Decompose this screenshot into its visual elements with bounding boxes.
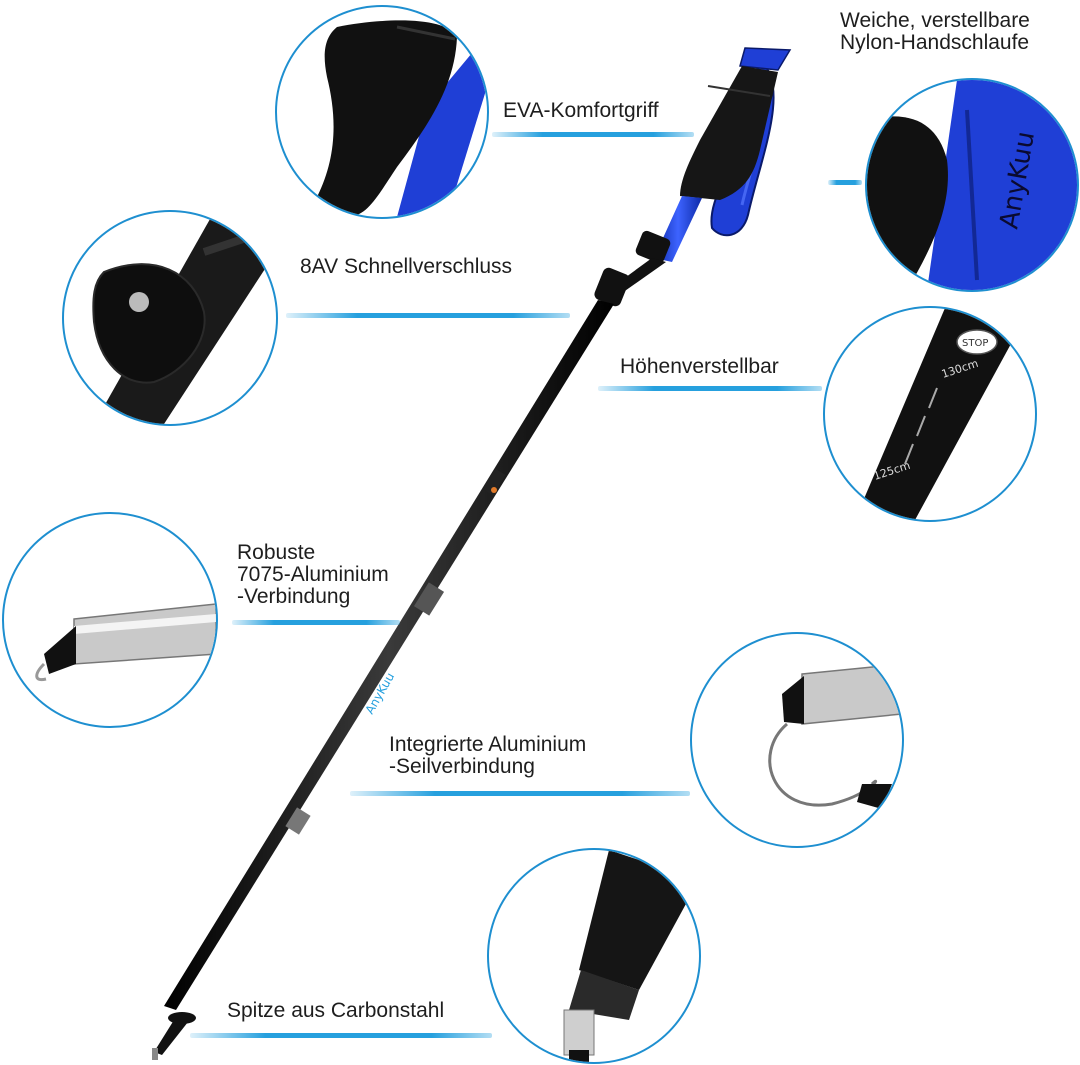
grip-underline bbox=[492, 132, 694, 137]
tip-underline bbox=[190, 1033, 492, 1038]
grip-detail-circle bbox=[275, 5, 489, 219]
strap-detail-circle: AnyKuu bbox=[865, 78, 1079, 292]
strap-underline bbox=[828, 180, 862, 185]
stop-marker-text: STOP bbox=[962, 338, 988, 349]
strap-label: Weiche, verstellbare Nylon-Handschlaufe bbox=[840, 9, 1030, 54]
height-label: Höhenverstellbar bbox=[620, 355, 779, 378]
grip-detail-icon bbox=[317, 20, 487, 217]
grip-label: EVA-Komfortgriff bbox=[503, 99, 659, 122]
tip-detail-circle bbox=[487, 848, 701, 1064]
height-scale-icon: STOP 130cm 125cm bbox=[855, 308, 1025, 520]
joint-underline bbox=[232, 620, 400, 625]
cable-underline bbox=[350, 791, 690, 796]
lock-label: 8AV Schnellverschluss bbox=[300, 255, 513, 278]
cable-detail-circle bbox=[690, 632, 904, 848]
joint-detail-circle bbox=[2, 512, 218, 728]
height-detail-circle: STOP 130cm 125cm bbox=[823, 306, 1037, 522]
joint-label: Robuste 7075-Aluminium -Verbindung bbox=[237, 541, 389, 608]
tip-label: Spitze aus Carbonstahl bbox=[227, 999, 445, 1022]
lock-detail-icon bbox=[92, 212, 276, 424]
lock-detail-circle bbox=[62, 210, 278, 426]
cable-detail-icon bbox=[768, 663, 902, 809]
lock-underline bbox=[286, 313, 570, 318]
cable-label: Integrierte Aluminium -Seilverbindung bbox=[389, 733, 587, 778]
height-underline bbox=[598, 386, 822, 391]
strap-detail-icon: AnyKuu bbox=[867, 80, 1077, 290]
tip-detail-icon bbox=[563, 850, 699, 1062]
joint-detail-icon bbox=[35, 603, 216, 682]
